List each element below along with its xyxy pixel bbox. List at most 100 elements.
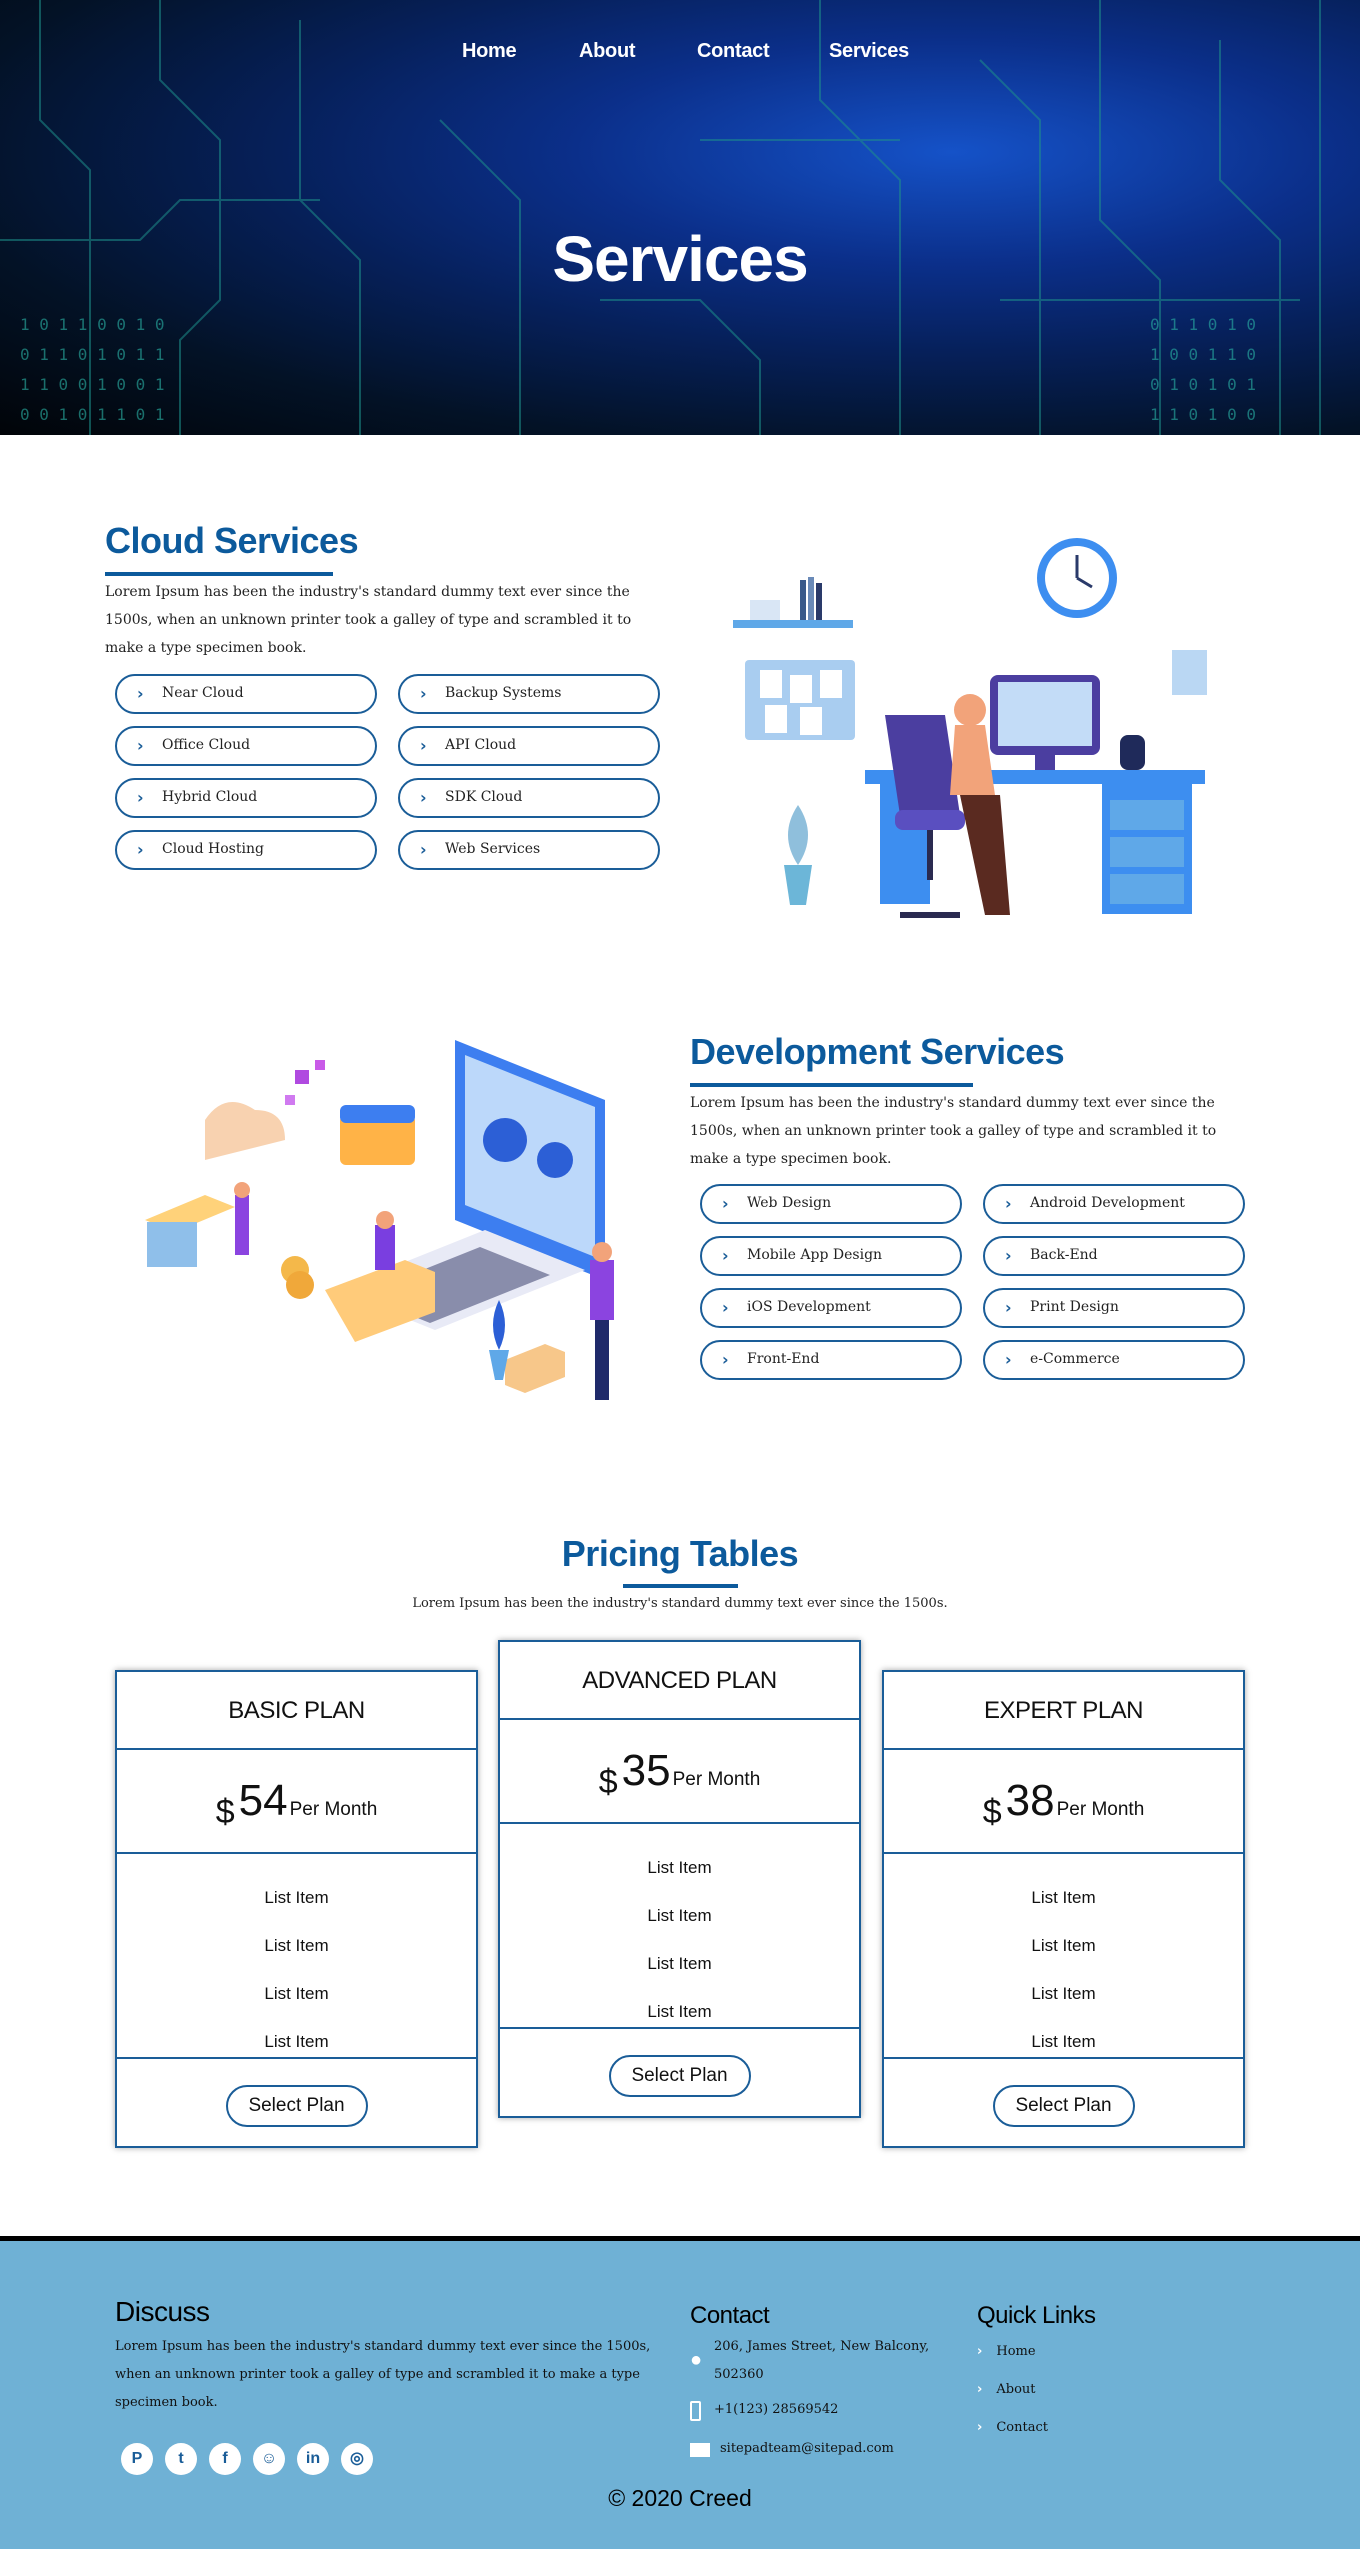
price-period: Per Month bbox=[1056, 1799, 1145, 1820]
svg-text:1 1 0 1 0 0: 1 1 0 1 0 0 bbox=[1150, 405, 1256, 424]
pricing-heading: Pricing Tables bbox=[561, 1533, 799, 1574]
location-pin-icon: ● bbox=[690, 2349, 703, 2371]
snapchat-icon[interactable]: ☺ bbox=[253, 2443, 285, 2475]
service-item-label: Web Services bbox=[445, 841, 541, 857]
plan-feature: List Item bbox=[264, 1936, 329, 1955]
nav-about[interactable]: About bbox=[579, 40, 636, 62]
service-item-label: Front-End bbox=[747, 1351, 820, 1367]
quick-link-label: About bbox=[996, 2382, 1036, 2397]
service-item[interactable]: › Front-End bbox=[700, 1340, 962, 1380]
chevron-right-icon: › bbox=[977, 2420, 983, 2435]
select-plan-button[interactable]: Select Plan bbox=[608, 2055, 751, 2097]
chevron-right-icon: › bbox=[722, 1194, 729, 1213]
svg-text:1 0 1 1 0 0 1 0: 1 0 1 1 0 0 1 0 bbox=[20, 315, 165, 334]
service-item[interactable]: › Mobile App Design bbox=[700, 1236, 962, 1276]
price-amount: 38 bbox=[1005, 1776, 1055, 1825]
quick-links-heading: Quick Links bbox=[977, 2302, 1096, 2329]
quick-link-label: Contact bbox=[996, 2420, 1048, 2435]
chevron-right-icon: › bbox=[420, 788, 427, 807]
service-item-label: Web Design bbox=[747, 1195, 832, 1211]
copyright: © 2020 Creed bbox=[608, 2485, 752, 2511]
svg-text:1 0 0 1 1 0: 1 0 0 1 1 0 bbox=[1150, 345, 1256, 364]
development-team-illustration bbox=[145, 1040, 614, 1400]
chevron-right-icon: › bbox=[1005, 1350, 1012, 1369]
cloud-description: Lorem Ipsum has been the industry's stan… bbox=[105, 584, 632, 656]
service-item[interactable]: › Back-End bbox=[983, 1236, 1245, 1276]
chevron-right-icon: › bbox=[420, 840, 427, 859]
instagram-icon[interactable]: ◎ bbox=[341, 2443, 373, 2475]
chevron-right-icon: › bbox=[137, 788, 144, 807]
nav-services[interactable]: Services bbox=[829, 40, 909, 62]
service-item[interactable]: ›iOS Development bbox=[700, 1288, 962, 1328]
chevron-right-icon: › bbox=[1005, 1246, 1012, 1265]
development-description: Lorem Ipsum has been the industry's stan… bbox=[690, 1095, 1217, 1167]
contact-email[interactable]: sitepadteam@sitepad.com bbox=[720, 2441, 894, 2456]
quick-link[interactable]: › About bbox=[977, 2382, 1036, 2397]
service-item[interactable]: › Web Services bbox=[398, 830, 660, 870]
service-item-label: Cloud Hosting bbox=[162, 841, 264, 857]
chevron-right-icon: › bbox=[1005, 1194, 1012, 1213]
plan-feature: List Item bbox=[647, 1954, 712, 1973]
chevron-right-icon: › bbox=[722, 1246, 729, 1265]
chevron-right-icon: › bbox=[137, 684, 144, 703]
twitter-icon[interactable]: t bbox=[165, 2443, 197, 2475]
service-item[interactable]: ›Near Cloud bbox=[115, 674, 377, 714]
contact-address: 206, James Street, New Balcony, 502360 bbox=[714, 2339, 930, 2382]
price-amount: 35 bbox=[621, 1746, 671, 1795]
select-plan-button[interactable]: Select Plan bbox=[225, 2085, 368, 2127]
quick-link[interactable]: ›Home bbox=[977, 2344, 1036, 2359]
phone-icon bbox=[690, 2401, 701, 2421]
linkedin-icon[interactable]: in bbox=[297, 2443, 329, 2475]
svg-text:0 1 1 0 1 0 1 1: 0 1 1 0 1 0 1 1 bbox=[20, 345, 165, 364]
plan-feature: List Item bbox=[264, 1888, 329, 1907]
service-item[interactable]: ›Hybrid Cloud bbox=[115, 778, 377, 818]
circuit-background: 1 0 1 1 0 0 1 0 0 1 1 0 1 0 1 1 1 1 0 0 1… bbox=[0, 0, 1321, 435]
price-amount: 54 bbox=[238, 1776, 288, 1825]
plan-feature: List Item bbox=[1031, 1984, 1096, 2003]
plan-feature: List Item bbox=[1031, 1888, 1096, 1907]
pinterest-icon[interactable]: P bbox=[121, 2443, 153, 2475]
quick-link[interactable]: › Contact bbox=[977, 2420, 1048, 2435]
service-item-label: Print Design bbox=[1030, 1299, 1119, 1315]
heading-underline bbox=[105, 572, 333, 576]
service-item[interactable]: ›e-Commerce bbox=[983, 1340, 1245, 1380]
service-item-label: Back-End bbox=[1030, 1247, 1098, 1263]
facebook-icon[interactable]: f bbox=[209, 2443, 241, 2475]
service-item[interactable]: ›Backup Systems bbox=[398, 674, 660, 714]
service-item-label: SDK Cloud bbox=[445, 789, 523, 805]
svg-text:1 1 0 0 1 0 0 1: 1 1 0 0 1 0 0 1 bbox=[20, 375, 165, 394]
chevron-right-icon: › bbox=[977, 2382, 983, 2397]
site-footer: Discuss Lorem Ipsum has been the industr… bbox=[0, 2236, 1360, 2549]
chevron-right-icon: › bbox=[722, 1298, 729, 1317]
service-item-label: Android Development bbox=[1030, 1195, 1185, 1211]
hero-banner: 1 0 1 1 0 0 1 0 0 1 1 0 1 0 1 1 1 1 0 0 1… bbox=[0, 0, 1360, 435]
service-item-label: Mobile App Design bbox=[747, 1247, 883, 1263]
service-item[interactable]: ›Cloud Hosting bbox=[115, 830, 377, 870]
contact-heading: Contact bbox=[690, 2302, 770, 2329]
price-period: Per Month bbox=[672, 1769, 761, 1790]
plan-feature: List Item bbox=[264, 2032, 329, 2051]
nav-contact[interactable]: Contact bbox=[697, 40, 770, 62]
plan-feature: List Item bbox=[647, 2002, 712, 2021]
discuss-text: Lorem Ipsum has been the industry's stan… bbox=[115, 2339, 651, 2410]
email-icon bbox=[690, 2443, 710, 2457]
service-item[interactable]: ›API Cloud bbox=[398, 726, 660, 766]
service-item[interactable]: › Web Design bbox=[700, 1184, 962, 1224]
plan-name: EXPERT PLAN bbox=[884, 1672, 1243, 1750]
service-item[interactable]: ›Office Cloud bbox=[115, 726, 377, 766]
nav-home[interactable]: Home bbox=[462, 40, 517, 62]
service-item[interactable]: › Android Development bbox=[983, 1184, 1245, 1224]
select-plan-button[interactable]: Select Plan bbox=[992, 2085, 1135, 2127]
service-item-label: API Cloud bbox=[445, 737, 517, 753]
service-item[interactable]: › SDK Cloud bbox=[398, 778, 660, 818]
development-services-heading: Development Services bbox=[690, 1031, 1065, 1072]
service-item[interactable]: ›Print Design bbox=[983, 1288, 1245, 1328]
discuss-heading: Discuss bbox=[115, 2296, 210, 2327]
chevron-right-icon: › bbox=[722, 1350, 729, 1369]
plan-feature: List Item bbox=[264, 1984, 329, 2003]
